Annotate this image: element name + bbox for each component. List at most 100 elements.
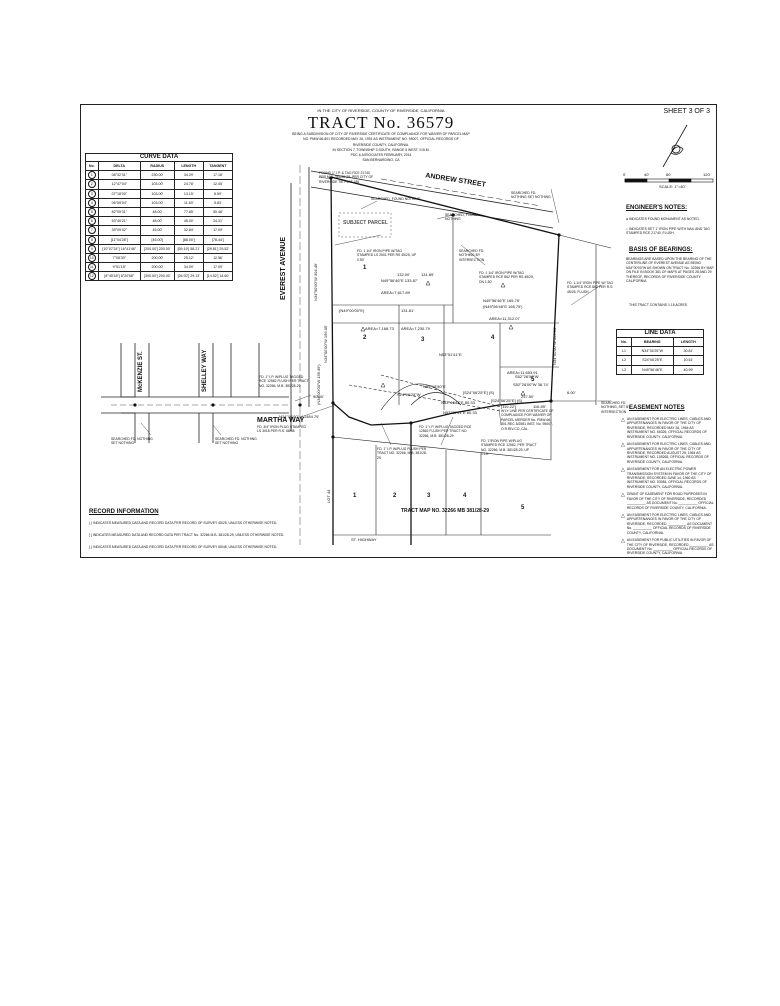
everest-avenue-lines [290, 165, 310, 545]
curve-number-circle: 11 [87, 263, 96, 272]
line-cell: N34°34'25"W [631, 346, 674, 357]
curve-number-circle: 8 [87, 235, 96, 244]
lot-number-4: 4 [491, 335, 495, 341]
bearing-b24: 90.00' [313, 394, 324, 399]
bearing-b16: [119.22'] [501, 404, 516, 409]
title-sub6: SAN BERNARDINO, CA [362, 158, 400, 163]
bearing-b18: 257.50' [521, 394, 534, 399]
lot-number-2: 2 [363, 335, 367, 341]
curve-number-circle: 10 [87, 253, 96, 262]
basis-of-bearings-title: BASIS OF BEARINGS: [629, 247, 693, 253]
label-fd-plug: FD. 3/4" IRON PLUG STAMPED LS 3018 PER R… [257, 425, 306, 434]
curve-number: 11 [85, 262, 99, 273]
bearing-b17: 116.89' [533, 404, 546, 409]
bearing-b3: N34°00'00"W 304.49' [313, 263, 318, 301]
label-fd-ip3: FD. 1" I.P. W/PLUG TAGGED RCE 12562 FLUS… [419, 425, 472, 438]
shelley-way-label: SHELLEY WAY [202, 349, 208, 392]
tract-below-label: TRACT MAP NO. 32266 MB 381/28-29 [401, 508, 489, 514]
bearing-b9: 131.89' [421, 272, 434, 277]
triangle-icon: △ [621, 417, 625, 423]
bearing-b1: N49°56'46"E 165.75' [483, 298, 520, 303]
curve-header-cell: DELTA [97, 160, 141, 172]
basis-of-bearings-text: BEARINGS ARE BASED UPON THE BEARING OF T… [626, 257, 714, 284]
curve-number-circle: 3 [87, 189, 96, 198]
easement-notes-title: EASEMENT NOTES [629, 405, 685, 411]
triangle-icon: △ [621, 467, 625, 474]
curve-number: 5 [85, 206, 99, 218]
curve-number: 10 [85, 252, 99, 264]
curve-cell: 17.09' [202, 262, 234, 273]
subject-parcel-stamp [338, 212, 392, 238]
easement-markers [360, 280, 526, 396]
curve-number-circle: 12 [87, 272, 96, 281]
label-searched2: SEARCHED, FOUND NOTHING [445, 213, 478, 222]
triangle-icon: △ [621, 513, 625, 520]
curve-header-cell: LENGTH [173, 160, 204, 172]
scale-tick-0: 0' [623, 172, 626, 177]
lower-lot-4: 4 [463, 493, 467, 499]
bearing-b25: 6.00' [567, 390, 576, 395]
curve-cell: 17.18' [202, 170, 234, 181]
easement-note: △GRANT OF EASEMENT FOR ROAD PURPOSES IN … [621, 492, 715, 510]
line-data-caption: LINE DATA [616, 329, 704, 338]
bearing-b15: [S24°06'25"E] (S) [491, 398, 523, 403]
curve-cell: [8°45'18"] 8°20'58" [97, 271, 141, 282]
curve-number: 8 [85, 234, 99, 245]
label-fd-ip2: FD. 1" I.P. W/PLUG FLUSH PER TRACT NO. 3… [377, 447, 427, 460]
scale-bar [624, 178, 714, 183]
martha-way-label: MARTHA WAY [257, 417, 305, 424]
curve-cell: 34.29' [173, 170, 204, 181]
engineers-notes-title: ENGINEER'S NOTES: [626, 205, 688, 211]
label-found1: FOUND 1" I.P. & TAG RCE 21740 PER M.B. 3… [319, 171, 374, 184]
curve-number: 9 [85, 243, 99, 254]
curve-cell: 06°59'04" [97, 197, 141, 208]
area-lot-3: AREA=7,230.79 [401, 326, 430, 331]
title-sub1: BEING A SUBDIVISION OF CITY OF RIVERSIDE… [292, 132, 470, 136]
curve-cell: 32.84' [173, 225, 204, 236]
triangle-icon: △ [621, 442, 625, 449]
tract-acres: THIS TRACT CONTAINS 1.15 ACRES [629, 303, 688, 307]
easement-note-text: AN EASEMENT FOR PUBLIC UTILITIES IN FAVO… [626, 538, 714, 556]
bearing-b6: N34°00'00"W 153.13' [552, 327, 557, 365]
area-lot-5: AREA=11,653.91 [507, 370, 538, 375]
bearing-b2: (N49°56'46"E 165.75') [483, 304, 523, 309]
bearing-b8: N49°56'46"E 133.87' [381, 278, 418, 283]
curve-cell: 200.00' [139, 252, 175, 264]
curve-number-circle: 9 [87, 244, 96, 253]
curve-cell: 103.00' [139, 179, 175, 190]
curve-number-circle: 4 [87, 198, 96, 207]
curve-row: 9[10°07'24"] 16°41'46"[200.00'] 200.00'[… [85, 243, 234, 254]
curve-number: 2 [85, 179, 99, 190]
label-fd-pipe3: FD. 1-1/4" IRON PIPE W/ TAG STAMPED RCE … [567, 281, 614, 294]
line-header-cell: BEARING [631, 336, 674, 348]
label-fd-pipe1: FD. 1 1/4" IRON PIPE W/TAG STAMPED LS 25… [357, 249, 417, 262]
lot-number-5: 5 [531, 377, 535, 383]
record-info-2: [ ] INDICATES MEASURED DATA AND RECORD D… [89, 533, 285, 537]
curve-cell: 6.59' [202, 188, 234, 199]
easement-note-text: AN EASEMENT FOR ELECTRIC LINES, CABLES A… [626, 417, 711, 439]
label-coc: W'LY LINE PER CERTIFICATE OF COMPLIANCE … [501, 409, 554, 431]
curve-data-caption: CURVE DATA [85, 153, 233, 162]
line-cell: 10.51' [672, 355, 705, 366]
curve-cell: [26.92'] 29.13' [173, 271, 204, 282]
bearing-b20: N53°39'41"E 80.33 [443, 410, 477, 415]
title-sub5: PDC & ASSOCIATES FEBRUARY, 2014 [350, 153, 412, 157]
triangle-icon: △ [621, 492, 625, 499]
area-lot-2: AREA=7,168.73 [365, 326, 394, 331]
lot-number-3: 3 [421, 337, 425, 343]
curve-cell: [14.52'] 14.60' [202, 271, 234, 282]
tract-title: TRACT No. 36579 [307, 113, 455, 132]
curve-number-circle: 6 [87, 217, 96, 226]
curve-cell: 103.00' [139, 197, 175, 208]
curve-cell: 103.00' [139, 188, 175, 199]
label-searched6: SEARCHED FD. NOTHING SET NOTHING [111, 437, 153, 446]
curve-cell: 24.31' [202, 216, 234, 227]
line-number: L2 [615, 355, 633, 366]
